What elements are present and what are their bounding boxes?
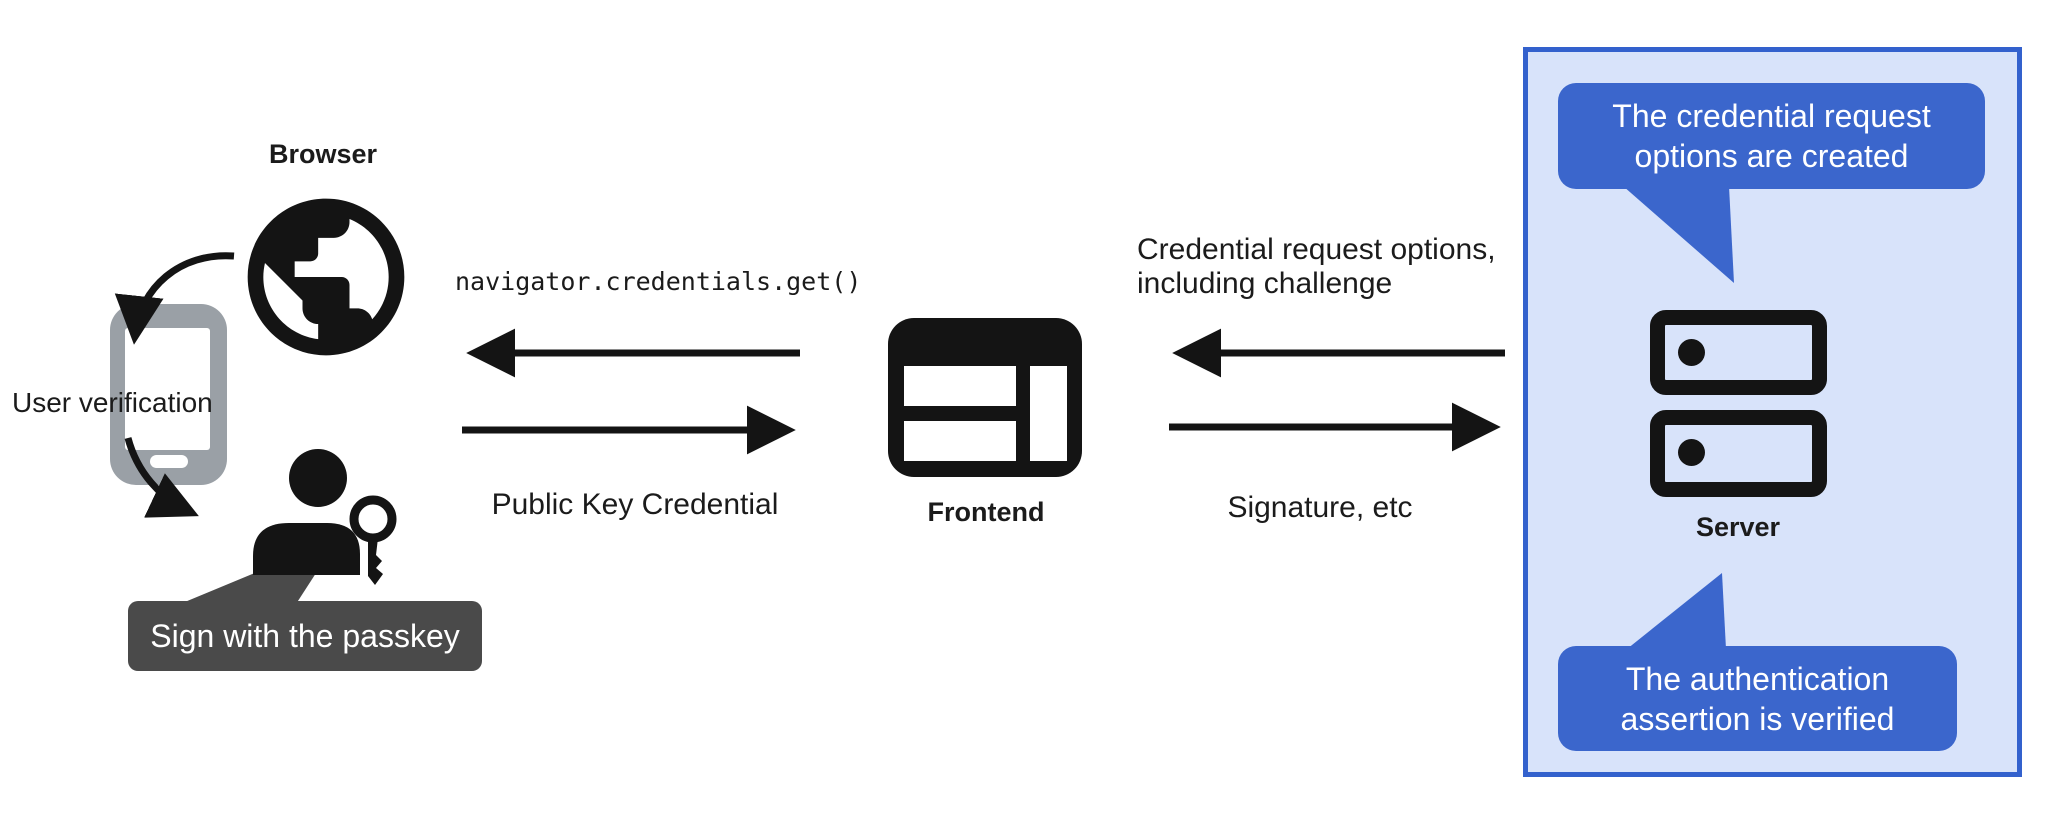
browser-window-icon	[888, 318, 1082, 477]
navigator-credentials-get-label: navigator.credentials.get()	[455, 267, 862, 296]
browser-label: Browser	[268, 139, 378, 169]
callout-line: The credential request	[1612, 98, 1931, 134]
credential-request-line-2: including challenge	[1137, 267, 1393, 300]
window-cell-sidebar	[1030, 366, 1067, 461]
server-led-dot	[1678, 439, 1705, 466]
server-stack-icon	[1650, 410, 1827, 497]
callout-line: assertion is verified	[1620, 700, 1895, 737]
person-key-icon	[253, 449, 397, 585]
passkey-tooltip-label: Sign with the passkey	[150, 617, 460, 654]
window-cell-bottom	[904, 421, 1016, 461]
credential-request-line-1: Credential request options,	[1137, 233, 1496, 266]
phone-screen	[125, 328, 210, 450]
globe-icon	[247, 198, 405, 356]
user-verification-label: User verification	[12, 387, 213, 418]
public-key-credential-label: Public Key Credential	[491, 488, 779, 521]
server-stack-icon	[1650, 310, 1827, 395]
window-cell-top	[904, 366, 1016, 406]
server-label: Server	[1695, 512, 1781, 542]
credential-request-options-label: Credential request options, including ch…	[1137, 233, 1496, 301]
callout-line: The authentication	[1625, 660, 1890, 697]
signature-label: Signature, etc	[1227, 491, 1413, 524]
server-led-dot	[1678, 339, 1705, 366]
callout-line: options are created	[1634, 138, 1909, 174]
assertion-verified-callout: The authentication assertion is verified	[1558, 646, 1957, 751]
frontend-label: Frontend	[927, 497, 1045, 527]
passkey-tooltip: Sign with the passkey	[128, 601, 482, 671]
credential-options-callout: The credential request options are creat…	[1558, 83, 1985, 189]
phone-home-bar	[150, 455, 188, 468]
